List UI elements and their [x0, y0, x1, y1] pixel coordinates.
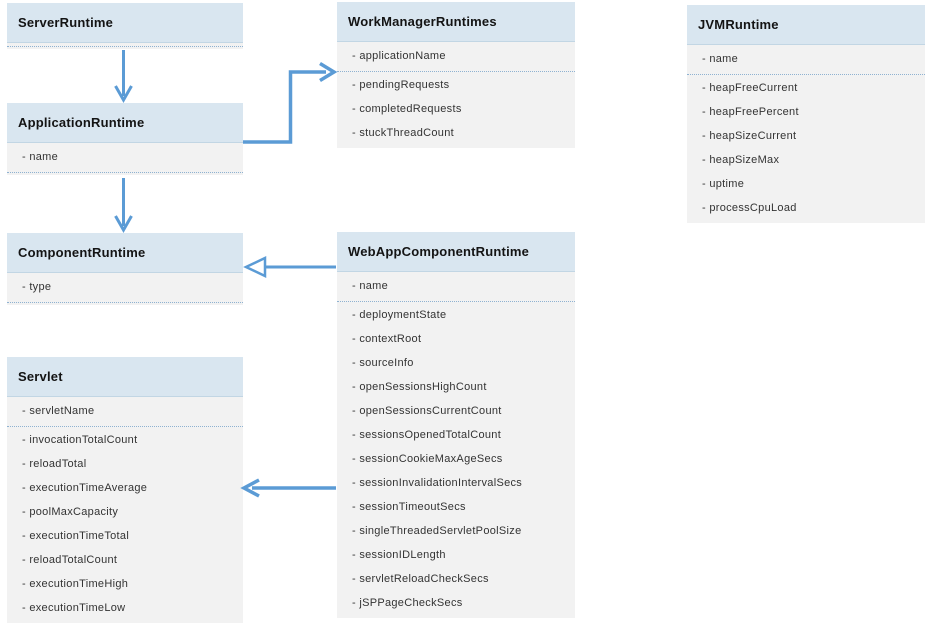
class-box-work-manager-runtimes: WorkManagerRuntimes - applicationName - …: [337, 2, 575, 148]
class-secondary-attributes: [7, 303, 243, 305]
class-title: Servlet: [18, 369, 63, 384]
class-primary-attributes: - applicationName: [337, 42, 575, 72]
attribute-item: - sessionTimeoutSecs: [352, 501, 466, 513]
attribute-item: - reloadTotalCount: [22, 554, 118, 566]
attribute-item: - heapSizeMax: [702, 154, 780, 166]
class-primary-attributes: - servletName: [7, 397, 243, 427]
attribute-item: - processCpuLoad: [702, 202, 797, 214]
attribute-item: - executionTimeHigh: [22, 578, 129, 590]
class-secondary-attributes: - deploymentState - contextRoot - sourceIn…: [337, 302, 575, 618]
arrow-applicationruntime-to-workmanagerruntimes-icon: [243, 62, 338, 144]
attribute-item: - heapSizeCurrent: [702, 130, 797, 142]
attribute-item: - executionTimeTotal: [22, 530, 130, 542]
arrow-webappcomponentruntime-to-componentruntime-icon: [243, 256, 336, 278]
attribute-item: - contextRoot: [352, 333, 422, 345]
class-secondary-attributes: [7, 47, 243, 49]
attribute-item: - heapFreePercent: [702, 106, 799, 118]
attribute-item: - applicationName: [352, 50, 446, 62]
attribute-item: - executionTimeLow: [22, 602, 126, 614]
attribute-item: - name: [352, 280, 389, 292]
attribute-item: - openSessionsHighCount: [352, 381, 487, 393]
attribute-item: - poolMaxCapacity: [22, 506, 119, 518]
attribute-item: - sourceInfo: [352, 357, 414, 369]
attribute-item: - type: [22, 281, 52, 293]
class-secondary-attributes: - invocationTotalCount - reloadTotal - exe…: [7, 427, 243, 623]
arrow-applicationruntime-to-componentruntime-icon: [114, 178, 133, 234]
class-box-servlet: Servlet - servletName - invocationTotalC…: [7, 357, 243, 623]
attribute-item: - completedRequests: [352, 103, 462, 115]
class-header: ServerRuntime: [7, 3, 243, 43]
class-primary-attributes: - name: [687, 45, 925, 75]
class-title: WebAppComponentRuntime: [348, 244, 530, 259]
class-title: ApplicationRuntime: [18, 115, 145, 130]
attribute-item: - jSPPageCheckSecs: [352, 597, 463, 609]
class-title: ComponentRuntime: [18, 245, 146, 260]
attribute-item: - name: [22, 151, 59, 163]
class-secondary-attributes: - heapFreeCurrent - heapFreePercent - heap…: [687, 75, 925, 223]
class-primary-attributes: - name: [337, 272, 575, 302]
class-box-server-runtime: ServerRuntime: [7, 3, 243, 49]
attribute-item: - sessionIDLength: [352, 549, 446, 561]
attribute-item: - executionTimeAverage: [22, 482, 148, 494]
attribute-item: - name: [702, 53, 739, 65]
attribute-item: - pendingRequests: [352, 79, 450, 91]
class-box-web-app-component-runtime: WebAppComponentRuntime - name - deployme…: [337, 232, 575, 618]
attribute-item: - sessionCookieMaxAgeSecs: [352, 453, 503, 465]
class-title: JVMRuntime: [698, 17, 779, 32]
arrow-serverruntime-to-applicationruntime-icon: [114, 50, 133, 104]
class-box-jvm-runtime: JVMRuntime - name - heapFreeCurrent- hea…: [687, 5, 925, 223]
attribute-item: - openSessionsCurrentCount: [352, 405, 502, 417]
class-header: ComponentRuntime: [7, 233, 243, 273]
attribute-item: - uptime: [702, 178, 745, 190]
class-header: Servlet: [7, 357, 243, 397]
attribute-item: - deploymentState: [352, 309, 447, 321]
attribute-item: - stuckThreadCount: [352, 127, 454, 139]
class-title: WorkManagerRuntimes: [348, 14, 497, 29]
attribute-item: - servletReloadCheckSecs: [352, 573, 489, 585]
class-header: JVMRuntime: [687, 5, 925, 45]
class-primary-attributes: - name: [7, 143, 243, 173]
attribute-item: - invocationTotalCount: [22, 434, 138, 446]
attribute-item: - heapFreeCurrent: [702, 82, 798, 94]
arrow-webappcomponentruntime-to-servlet-icon: [240, 478, 336, 498]
attribute-item: - singleThreadedServletPoolSize: [352, 525, 522, 537]
class-primary-attributes: - type: [7, 273, 243, 303]
class-header: WorkManagerRuntimes: [337, 2, 575, 42]
class-header: WebAppComponentRuntime: [337, 232, 575, 272]
class-primary-attributes: [7, 43, 243, 47]
class-box-component-runtime: ComponentRuntime - type: [7, 233, 243, 305]
class-header: ApplicationRuntime: [7, 103, 243, 143]
class-box-application-runtime: ApplicationRuntime - name: [7, 103, 243, 175]
attribute-item: - sessionsOpenedTotalCount: [352, 429, 502, 441]
attribute-item: - sessionInvalidationIntervalSecs: [352, 477, 523, 489]
class-secondary-attributes: [7, 173, 243, 175]
attribute-item: - servletName: [22, 405, 95, 417]
class-secondary-attributes: - pendingRequests - completedRequests - st…: [337, 72, 575, 148]
class-title: ServerRuntime: [18, 15, 114, 30]
attribute-item: - reloadTotal: [22, 458, 87, 470]
